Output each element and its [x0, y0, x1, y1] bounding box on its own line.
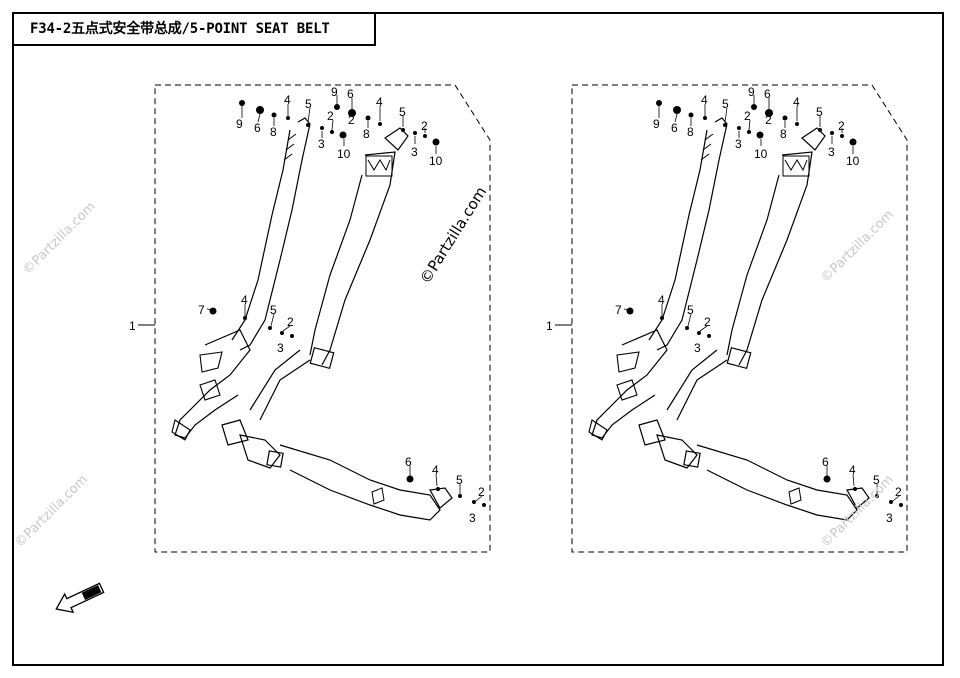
callout: 8 [270, 125, 277, 139]
callout: 2 [327, 109, 334, 123]
watermark: ©Partzilla.com [20, 199, 99, 278]
callout: 2 [348, 113, 355, 127]
callout: 4 [432, 463, 439, 477]
callout: 2 [704, 315, 711, 329]
callout: 2 [838, 119, 845, 133]
callout: 6 [671, 121, 678, 135]
callout: 3 [694, 341, 701, 355]
callout: 2 [478, 485, 485, 499]
callout: 5 [816, 105, 823, 119]
callout: 2 [895, 485, 902, 499]
callout: 4 [284, 93, 291, 107]
callout: 2 [765, 113, 772, 127]
callout: 9 [236, 117, 243, 131]
callout: 9 [653, 117, 660, 131]
callout: 4 [658, 293, 665, 307]
callout: 7 [198, 303, 205, 317]
callout: 6 [254, 121, 261, 135]
callout: 5 [270, 303, 277, 317]
watermark-main: ©Partzilla.com [416, 183, 490, 287]
callout: 3 [318, 137, 325, 151]
title-block: F34-2五点式安全带总成/5-POINT SEAT BELT [12, 12, 376, 46]
callout: 3 [886, 511, 893, 525]
callout: 10 [754, 147, 768, 161]
callout: 6 [764, 87, 771, 101]
callout: 8 [687, 125, 694, 139]
left-assembly-drawing: 1 9 6 8 4 5 2 3 10 9 6 2 8 4 5 2 3 10 7 … [129, 84, 491, 553]
right-assembly-drawing: 1 9 6 8 4 5 2 3 10 9 6 2 8 4 5 2 3 10 7 … [546, 84, 908, 553]
callout: 4 [376, 95, 383, 109]
callout: 4 [241, 293, 248, 307]
callout: 3 [735, 137, 742, 151]
callout: 9 [331, 85, 338, 99]
front-arrow-icon [55, 582, 105, 614]
callout: 9 [748, 85, 755, 99]
watermark: ©Partzilla.com [818, 207, 897, 286]
assembly-number: 1 [546, 319, 553, 333]
right-callout-numbers: 1 9 6 8 4 5 2 3 10 9 6 2 8 4 5 2 3 10 7 … [546, 85, 902, 525]
assembly-number: 1 [129, 319, 136, 333]
callout: 3 [828, 145, 835, 159]
callout: 3 [411, 145, 418, 159]
callout: 6 [822, 455, 829, 469]
callout: 10 [429, 154, 443, 168]
callout: 4 [793, 95, 800, 109]
callout: 4 [849, 463, 856, 477]
callout: 5 [399, 105, 406, 119]
callout: 8 [780, 127, 787, 141]
callout: 2 [287, 315, 294, 329]
watermark: ©Partzilla.com [12, 472, 91, 551]
callout: 5 [722, 97, 729, 111]
callout: 2 [744, 109, 751, 123]
watermarks: ©Partzilla.com ©Partzilla.com ©Partzilla… [12, 183, 897, 550]
callout: 7 [615, 303, 622, 317]
callout: 5 [305, 97, 312, 111]
callout: 4 [701, 93, 708, 107]
callout: 10 [846, 154, 860, 168]
left-callout-numbers: 1 9 6 8 4 5 2 3 10 9 6 2 8 4 5 2 3 10 7 … [129, 85, 485, 525]
callout: 5 [456, 473, 463, 487]
callout: 5 [873, 473, 880, 487]
callout: 6 [347, 87, 354, 101]
callout: 5 [687, 303, 694, 317]
callout: 2 [421, 119, 428, 133]
callout: 8 [363, 127, 370, 141]
callout: 6 [405, 455, 412, 469]
callout: 3 [277, 341, 284, 355]
callout: 10 [337, 147, 351, 161]
page-title: F34-2五点式安全带总成/5-POINT SEAT BELT [30, 21, 330, 37]
callout: 3 [469, 511, 476, 525]
drawing-frame [12, 12, 944, 666]
